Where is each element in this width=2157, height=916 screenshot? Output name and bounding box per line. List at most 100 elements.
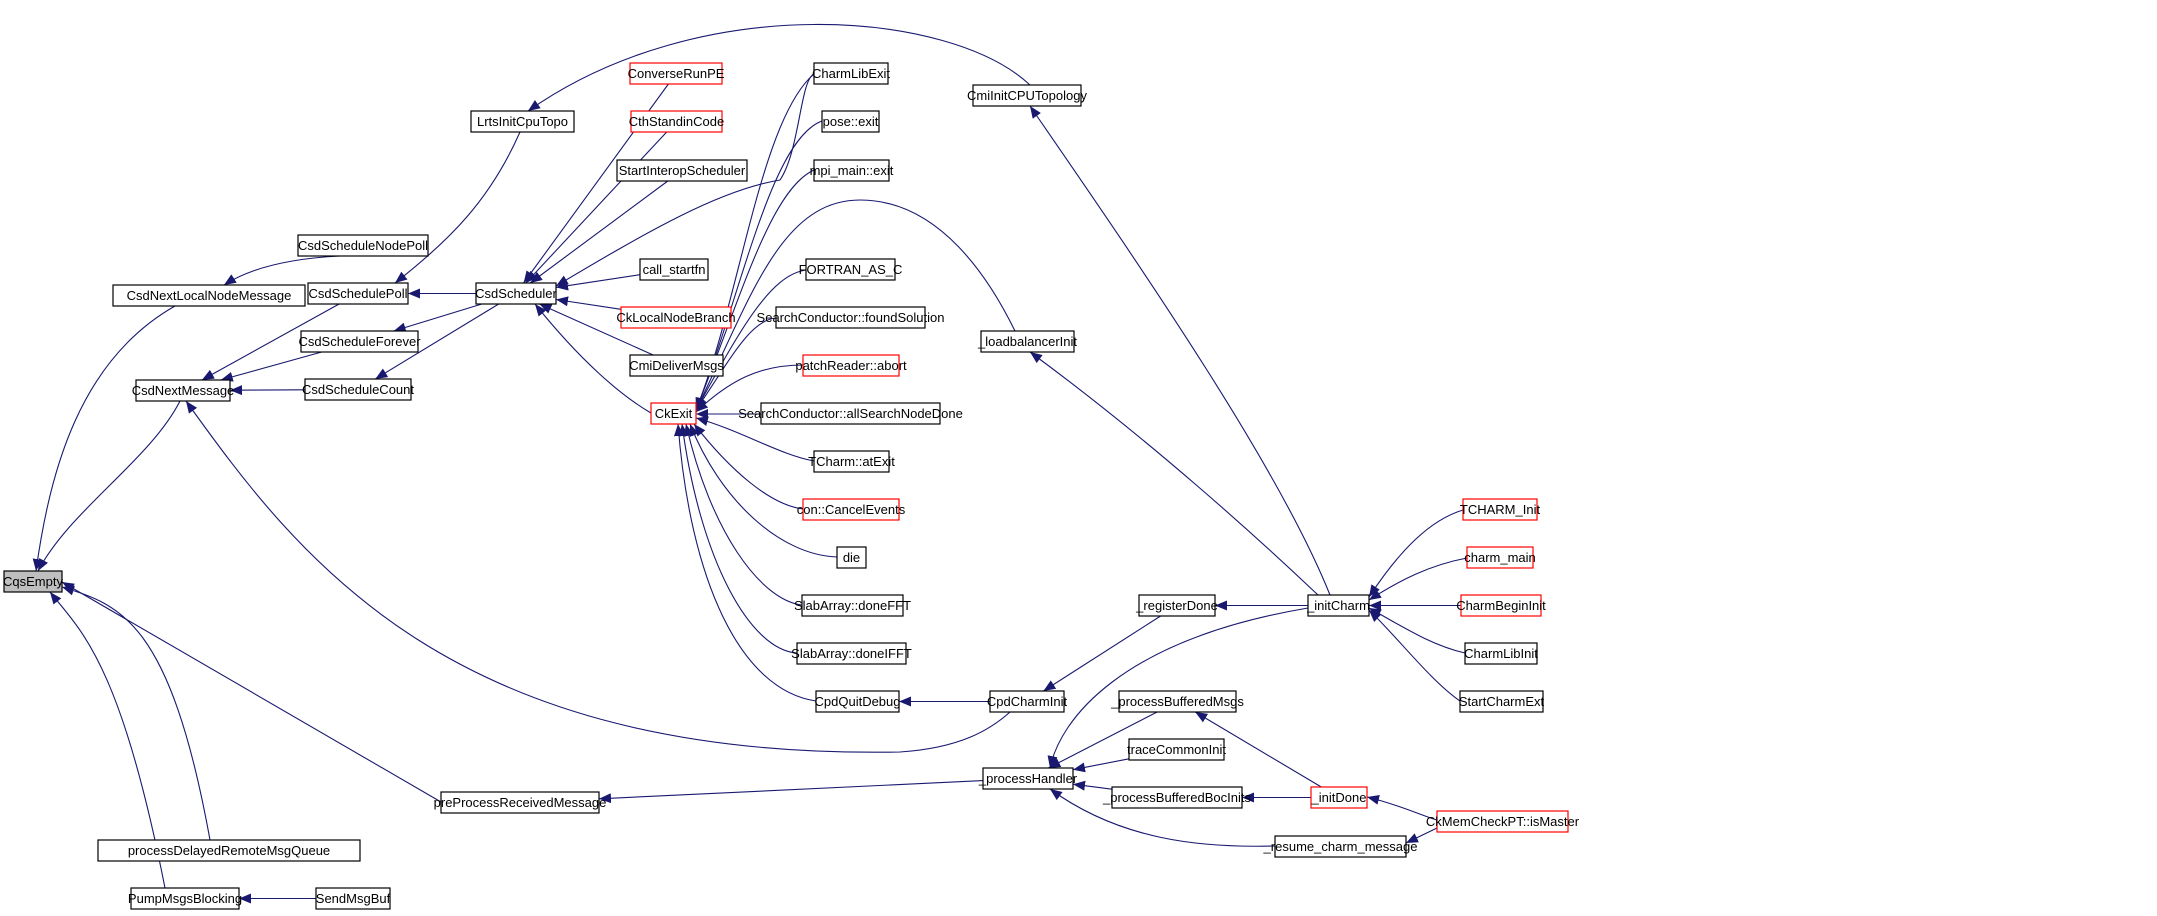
node-box[interactable] [813, 62, 889, 85]
node-box[interactable] [760, 402, 941, 425]
node-_registerDone[interactable]: _registerDone [1135, 594, 1218, 617]
node-box[interactable] [802, 498, 900, 521]
node-CsdSchedulePoll[interactable]: CsdSchedulePoll [307, 282, 409, 305]
node-box[interactable] [300, 330, 419, 353]
node-StartInteropScheduler[interactable]: StartInteropScheduler [616, 159, 748, 182]
node-CsdScheduleNodePoll[interactable]: CsdScheduleNodePoll [297, 234, 429, 257]
node-CsdScheduleForever[interactable]: CsdScheduleForever [298, 330, 421, 353]
node-box[interactable] [297, 234, 429, 257]
node-box[interactable] [1111, 786, 1243, 809]
node-box[interactable] [470, 110, 575, 133]
node-box[interactable] [440, 791, 600, 814]
node-CqsEmpty[interactable]: CqsEmpty [3, 570, 63, 593]
node-box[interactable] [130, 887, 240, 910]
node-box[interactable] [989, 690, 1065, 713]
node-box[interactable] [802, 354, 900, 377]
node-box[interactable] [972, 84, 1082, 107]
node-box[interactable] [796, 642, 907, 665]
node-box[interactable] [836, 546, 867, 569]
node-_processBufferedBocInits[interactable]: _processBufferedBocInits [1102, 786, 1251, 809]
node-SendMsgBuf[interactable]: SendMsgBuf [315, 887, 391, 910]
node-box[interactable] [1307, 594, 1370, 617]
node-box[interactable] [3, 570, 63, 593]
node-CharmLibInit[interactable]: CharmLibInit [1464, 642, 1538, 665]
node-_processHandler[interactable]: _processHandler [978, 767, 1078, 790]
node-box[interactable] [1466, 546, 1534, 569]
node-box[interactable] [639, 258, 709, 281]
node-CmiInitCPUTopology[interactable]: CmiInitCPUTopology [967, 84, 1087, 107]
node-box[interactable] [980, 330, 1075, 353]
node-preProcessReceivedMessage[interactable]: preProcessReceivedMessage [434, 791, 607, 814]
node-StartCharmExt[interactable]: StartCharmExt [1459, 690, 1545, 713]
node-TCharm_atExit[interactable]: TCharm::atExit [808, 450, 895, 473]
node-CharmBeginInit[interactable]: CharmBeginInit [1456, 594, 1546, 617]
node-box[interactable] [813, 159, 890, 182]
node-box[interactable] [1274, 835, 1407, 858]
node-box[interactable] [629, 354, 724, 377]
node-box[interactable] [1138, 594, 1216, 617]
node-box[interactable] [1118, 690, 1237, 713]
node-CthStandinCode[interactable]: CthStandinCode [629, 110, 724, 133]
node-box[interactable] [630, 110, 723, 133]
node-ConverseRunPE[interactable]: ConverseRunPE [628, 62, 725, 85]
node-_loadbalancerInit[interactable]: _loadbalancerInit [977, 330, 1077, 353]
node-box[interactable] [1436, 810, 1569, 833]
node-box[interactable] [629, 62, 723, 85]
node-box[interactable] [135, 379, 231, 402]
node-box[interactable] [1464, 642, 1538, 665]
node-_resume_charm_message[interactable]: _resume_charm_message [1263, 835, 1418, 858]
node-CsdScheduleCount[interactable]: CsdScheduleCount [302, 378, 414, 401]
node-box[interactable] [805, 258, 896, 281]
node-LrtsInitCpuTopo[interactable]: LrtsInitCpuTopo [470, 110, 575, 133]
node-TCHARM_Init[interactable]: TCHARM_Init [1460, 498, 1541, 521]
node-box[interactable] [650, 402, 697, 425]
node-mpi_main_exit[interactable]: mpi_main::exit [810, 159, 894, 182]
node-box[interactable] [775, 306, 926, 329]
node-SlabArray_doneIFFT[interactable]: SlabArray::doneIFFT [791, 642, 912, 665]
node-CkLocalNodeBranch[interactable]: CkLocalNodeBranch [616, 306, 736, 329]
node-CsdScheduler[interactable]: CsdScheduler [475, 282, 557, 305]
node-box[interactable] [813, 450, 890, 473]
node-box[interactable] [815, 690, 900, 713]
node-box[interactable] [620, 306, 732, 329]
node-box[interactable] [112, 284, 306, 307]
node-box[interactable] [1459, 690, 1544, 713]
node-processDelayedRemoteMsgQueue[interactable]: processDelayedRemoteMsgQueue [97, 839, 361, 862]
node-PumpMsgsBlocking[interactable]: PumpMsgsBlocking [128, 887, 242, 910]
node-box[interactable] [315, 887, 391, 910]
node-box[interactable] [1462, 498, 1538, 521]
node-SC_allSearchNodeDone[interactable]: SearchConductor::allSearchNodeDone [738, 402, 963, 425]
node-pose_exit[interactable]: pose::exit [821, 110, 880, 133]
node-CpdQuitDebug[interactable]: CpdQuitDebug [815, 690, 901, 713]
node-charm_main[interactable]: charm_main [1464, 546, 1536, 569]
node-_processBufferedMsgs[interactable]: _processBufferedMsgs [1110, 690, 1244, 713]
node-box[interactable] [304, 378, 412, 401]
node-box[interactable] [821, 110, 880, 133]
node-_initCharm[interactable]: _initCharm [1306, 594, 1370, 617]
node-SC_foundSolution[interactable]: SearchConductor::foundSolution [757, 306, 945, 329]
node-box[interactable] [1310, 786, 1368, 809]
node-con_CancelEvents[interactable]: con::CancelEvents [797, 498, 906, 521]
node-CkExit[interactable]: CkExit [650, 402, 697, 425]
node-patchReader_abort[interactable]: patchReader::abort [795, 354, 907, 377]
node-CmiDeliverMsgs[interactable]: CmiDeliverMsgs [629, 354, 724, 377]
node-box[interactable] [982, 767, 1074, 790]
node-FORTRAN_AS_C[interactable]: FORTRAN_AS_C [799, 258, 903, 281]
node-CsdNextLocalNodeMessage[interactable]: CsdNextLocalNodeMessage [112, 284, 306, 307]
node-traceCommonInit[interactable]: traceCommonInit [1127, 738, 1226, 761]
node-box[interactable] [616, 159, 748, 182]
node-CkMemCheckPT_isMaster[interactable]: CkMemCheckPT::isMaster [1426, 810, 1580, 833]
node-_initDone[interactable]: _initDone [1310, 786, 1368, 809]
node-CpdCharmInit[interactable]: CpdCharmInit [987, 690, 1068, 713]
node-die[interactable]: die [836, 546, 867, 569]
node-box[interactable] [97, 839, 361, 862]
node-CharmLibExit[interactable]: CharmLibExit [812, 62, 890, 85]
node-SlabArray_doneFFT[interactable]: SlabArray::doneFFT [794, 594, 911, 617]
node-box[interactable] [475, 282, 557, 305]
node-box[interactable] [1460, 594, 1542, 617]
node-box[interactable] [1128, 738, 1225, 761]
node-box[interactable] [801, 594, 904, 617]
node-call_startfn[interactable]: call_startfn [639, 258, 709, 281]
node-CsdNextMessage[interactable]: CsdNextMessage [132, 379, 235, 402]
node-box[interactable] [307, 282, 409, 305]
